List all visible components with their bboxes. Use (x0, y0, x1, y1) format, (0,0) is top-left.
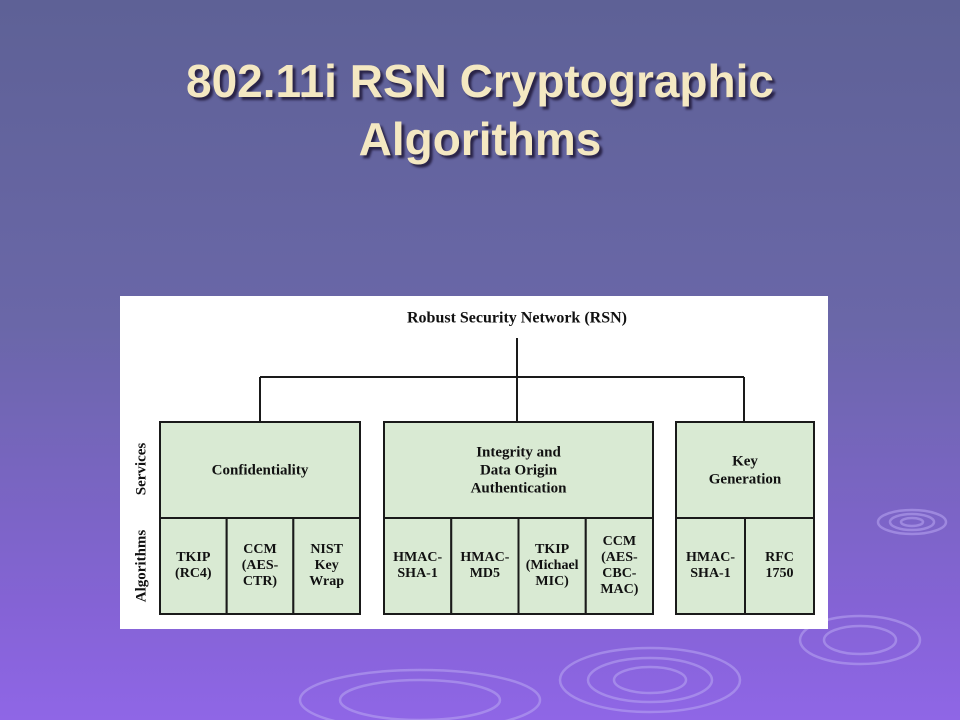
algorithm-label-1-2-line-1: CCM (243, 542, 276, 557)
algorithm-label-3-2-line-1: RFC (765, 550, 794, 565)
algorithm-label-3-1-line-1: HMAC- (686, 550, 735, 565)
algorithm-label-3-1-line-2: SHA-1 (690, 566, 730, 581)
algorithm-label-2-1-line-2: SHA-1 (397, 566, 437, 581)
service-box-2 (383, 421, 654, 519)
algorithm-label-2-4-line-2: (AES- (601, 550, 638, 565)
algorithm-label-1-2-line-2: (AES- (242, 558, 279, 573)
algorithm-label-2-3-line-3: MIC) (535, 574, 569, 589)
rsn-diagram-canvas: Robust Security Network (RSN) ServicesAlg… (133, 310, 815, 615)
algorithm-label-1-3-line-2: Key (315, 558, 339, 573)
algorithm-label-2-4-line-3: CBC- (602, 566, 637, 581)
row-label-services: Services (133, 443, 149, 496)
slide-title-line-1: 802.11i RSN Cryptographic (186, 55, 774, 107)
algorithm-label-2-4-line-1: CCM (603, 534, 636, 549)
algorithm-label-1-3-line-1: NIST (310, 542, 343, 557)
algorithm-label-2-3-line-2: (Michael (526, 558, 579, 573)
slide-title: 802.11i RSN Cryptographic Algorithms (0, 52, 960, 168)
row-label-algorithms: Algorithms (133, 530, 149, 603)
algorithm-cell-3-2 (744, 517, 815, 615)
algorithm-label-1-1-line-1: TKIP (176, 550, 211, 565)
algorithm-cell-2-4 (584, 517, 654, 615)
algorithm-label-1-1-line-2: (RC4) (175, 566, 212, 581)
service-label-2-line-2: Data Origin (480, 462, 558, 478)
service-box-1 (159, 421, 361, 519)
algorithm-label-2-2-line-2: MD5 (470, 566, 500, 581)
algorithm-cell-2-2 (450, 517, 520, 615)
algorithm-label-2-1-line-1: HMAC- (393, 550, 442, 565)
service-box-3 (675, 421, 815, 519)
algorithm-label-2-2-line-1: HMAC- (460, 550, 509, 565)
algorithm-label-3-2-line-2: 1750 (766, 566, 794, 581)
service-label-3-line-1: Key (732, 453, 758, 469)
slide-title-line-2: Algorithms (358, 113, 602, 165)
algorithm-label-2-3-line-1: TKIP (535, 542, 570, 557)
rsn-root-label: Robust Security Network (RSN) (407, 310, 627, 327)
algorithm-cell-1-3 (292, 517, 361, 615)
algorithm-cell-3-1 (675, 517, 746, 615)
algorithm-label-1-2-line-3: CTR) (243, 574, 278, 589)
service-label-1-line-1: Confidentiality (212, 462, 309, 478)
algorithm-cell-2-1 (383, 517, 453, 615)
algorithm-label-2-4-line-4: MAC) (600, 582, 638, 597)
service-label-2-line-1: Integrity and (476, 444, 561, 460)
service-label-3-line-2: Generation (709, 471, 782, 487)
algorithm-label-1-3-line-3: Wrap (309, 574, 344, 589)
service-label-2-line-3: Authentication (471, 480, 567, 496)
